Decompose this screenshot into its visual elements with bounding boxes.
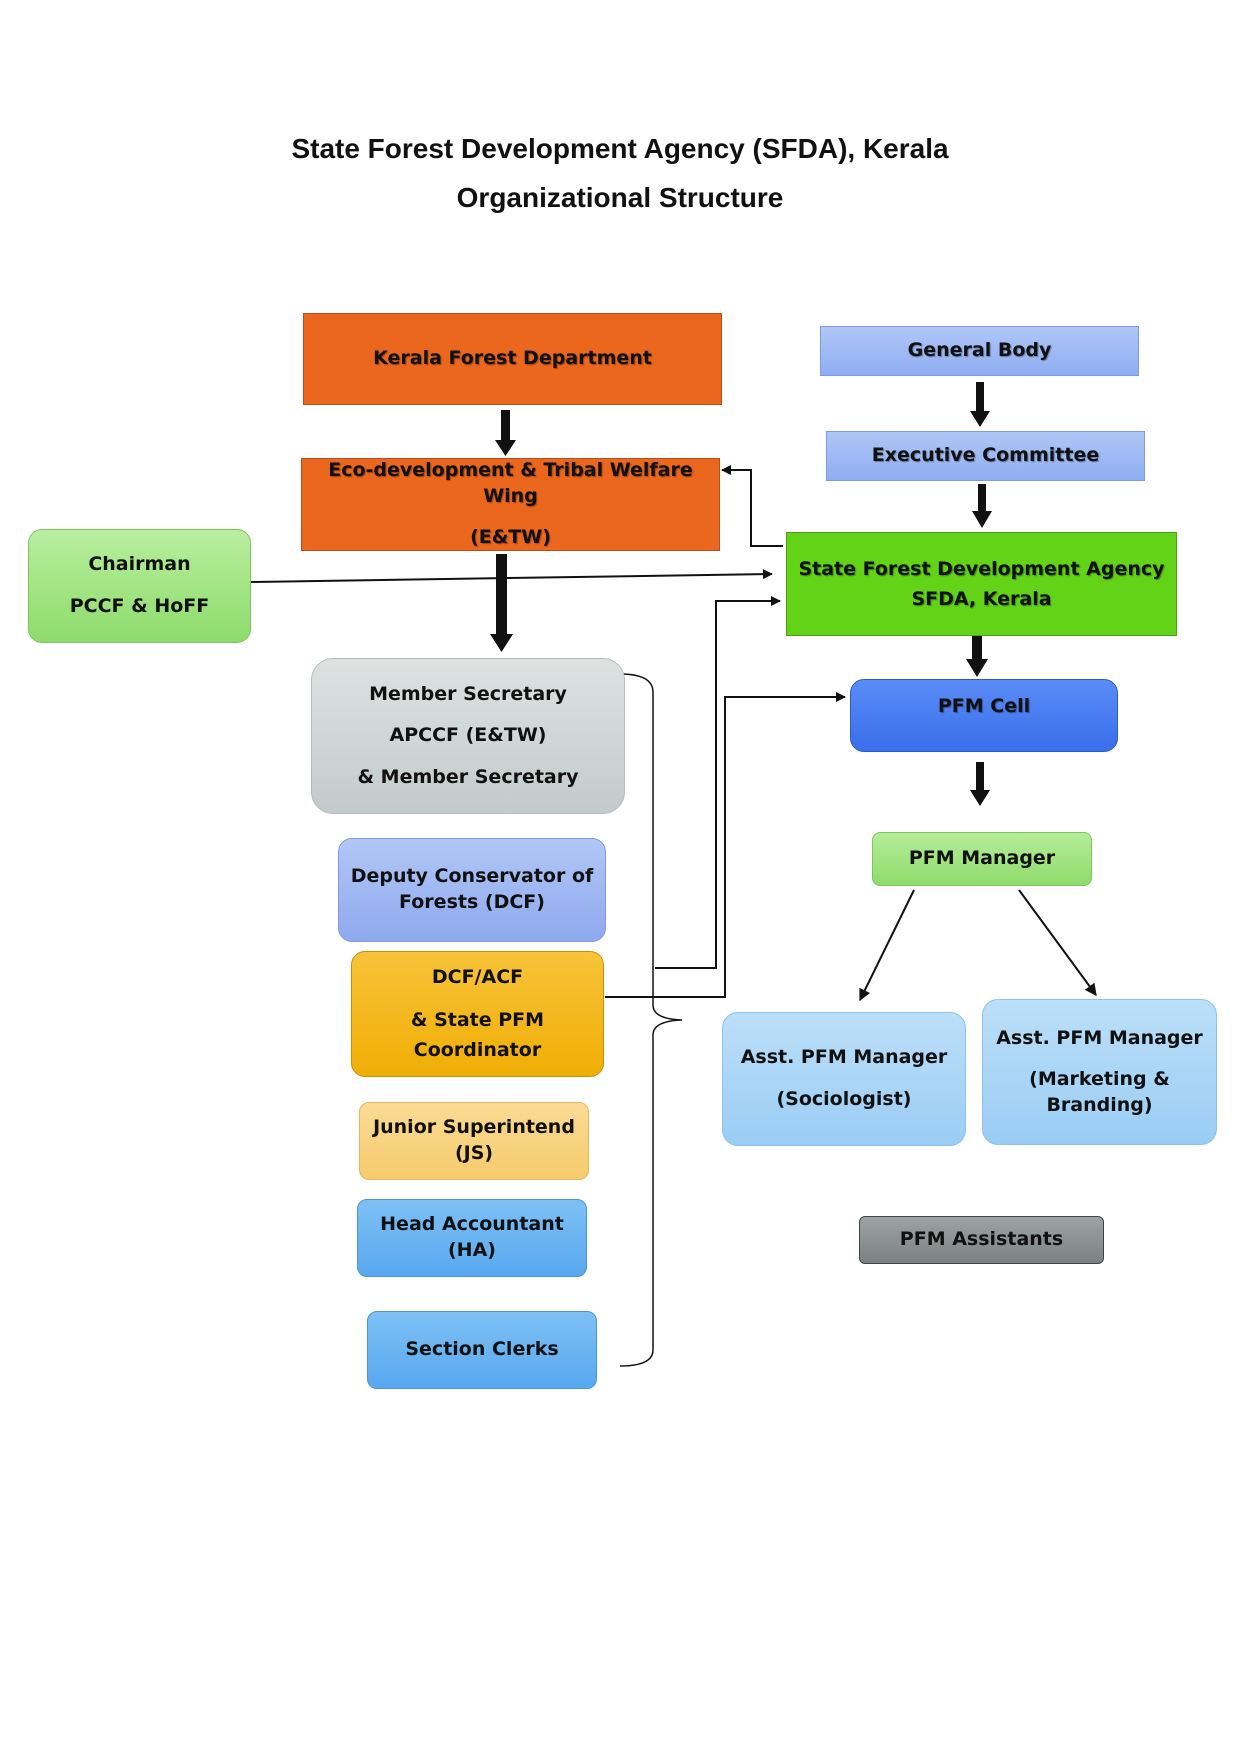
node-junior-superintend-line-2: (JS) — [454, 1142, 494, 1164]
node-asst-marketing-line-1: Asst. PFM Manager — [996, 1026, 1203, 1049]
node-kerala-forest-department: Kerala Forest Department — [303, 313, 722, 405]
node-junior-superintend: Junior Superintend (JS) — [359, 1102, 589, 1180]
node-chairman-line-1: Chairman — [88, 553, 191, 576]
node-executive-committee: Executive Committee — [826, 431, 1145, 481]
node-dcf-line-2: Forests (DCF) — [399, 891, 545, 913]
node-dcf-acf-line-2: & State PFM — [410, 1008, 545, 1031]
node-pfm-manager-line-1: PFM Manager — [908, 847, 1056, 870]
node-dcf-acf-line-1: DCF/ACF — [431, 966, 524, 989]
node-executive-committee-line-1: Executive Committee — [871, 444, 1100, 467]
node-dcf-acf-line-3: Coordinator — [413, 1039, 542, 1062]
node-asst-marketing-line-3: Branding) — [1046, 1093, 1153, 1116]
node-dcf-line-1: Deputy Conservator of — [350, 865, 594, 888]
arrow-etw-to-member-secretary — [490, 554, 513, 652]
node-sfda-line-2: SFDA, Kerala — [911, 588, 1052, 610]
node-etw-wing: Eco-development & Tribal Welfare Wing (E… — [301, 458, 720, 551]
arrow-pfm-manager-to-asst-marketing — [1018, 889, 1097, 996]
node-dcf: Deputy Conservator of Forests (DCF) — [338, 838, 606, 942]
arrow-kfd-to-etw — [495, 410, 516, 456]
arrow-sfda-to-etw-wing — [721, 465, 783, 547]
node-member-secretary: Member Secretary APCCF (E&TW) & Member S… — [311, 658, 625, 814]
page-subtitle: Organizational Structure — [456, 182, 784, 213]
node-head-accountant-line-1: Head Accountant — [380, 1213, 564, 1236]
arrow-pfm-cell-to-pfm-manager — [970, 762, 990, 806]
node-asst-marketing: Asst. PFM Manager (Marketing & Branding) — [982, 999, 1217, 1145]
secretariat-bracket — [619, 673, 683, 1367]
node-pfm-cell: PFM Cell — [850, 679, 1118, 752]
node-pfm-manager: PFM Manager — [872, 832, 1092, 886]
node-asst-sociologist-line-2: (Sociologist) — [776, 1088, 912, 1110]
node-sfda: State Forest Development Agency SFDA, Ke… — [786, 532, 1177, 636]
node-asst-marketing-line-2: (Marketing & — [1029, 1068, 1170, 1091]
node-chairman: Chairman PCCF & HoFF — [28, 529, 251, 643]
arrow-sfda-to-pfm-cell — [966, 634, 988, 677]
node-head-accountant: Head Accountant (HA) — [357, 1199, 587, 1277]
node-general-body: General Body — [820, 326, 1139, 376]
page-title: State Forest Development Agency (SFDA), … — [291, 133, 949, 164]
node-member-secretary-line-1: Member Secretary — [369, 682, 567, 705]
node-sfda-line-1: State Forest Development Agency — [798, 557, 1165, 580]
node-member-secretary-line-2: APCCF (E&TW) — [389, 724, 547, 747]
node-pfm-assistants-line-1: PFM Assistants — [899, 1228, 1064, 1251]
node-pfm-assistants: PFM Assistants — [859, 1216, 1104, 1264]
node-general-body-line-1: General Body — [907, 339, 1052, 362]
node-section-clerks: Section Clerks — [367, 1311, 597, 1389]
arrow-executive-committee-to-sfda — [972, 484, 992, 528]
node-chairman-line-2: PCCF & HoFF — [69, 595, 210, 617]
arrow-bracket-to-sfda — [655, 596, 781, 969]
node-etw-wing-line-2: (E&TW) — [470, 526, 551, 549]
arrow-chairman-to-sfda — [249, 569, 773, 583]
node-dcf-acf: DCF/ACF & State PFM Coordinator — [351, 951, 604, 1077]
node-etw-wing-line-1: Eco-development & Tribal Welfare Wing — [328, 459, 693, 507]
node-member-secretary-line-3: & Member Secretary — [357, 765, 579, 788]
node-asst-sociologist-line-1: Asst. PFM Manager — [740, 1046, 948, 1069]
node-section-clerks-line-1: Section Clerks — [405, 1338, 559, 1361]
arrow-dcf-acf-to-pfm-cell — [605, 692, 846, 998]
arrow-pfm-manager-to-asst-sociologist — [859, 889, 915, 1002]
node-junior-superintend-line-1: Junior Superintend — [373, 1116, 575, 1139]
node-kerala-forest-department-line-1: Kerala Forest Department — [373, 347, 652, 370]
node-head-accountant-line-2: (HA) — [448, 1239, 496, 1261]
node-pfm-cell-line-1: PFM Cell — [937, 695, 1031, 717]
arrow-general-body-to-executive-committee — [970, 382, 990, 427]
node-asst-sociologist: Asst. PFM Manager (Sociologist) — [722, 1012, 966, 1146]
